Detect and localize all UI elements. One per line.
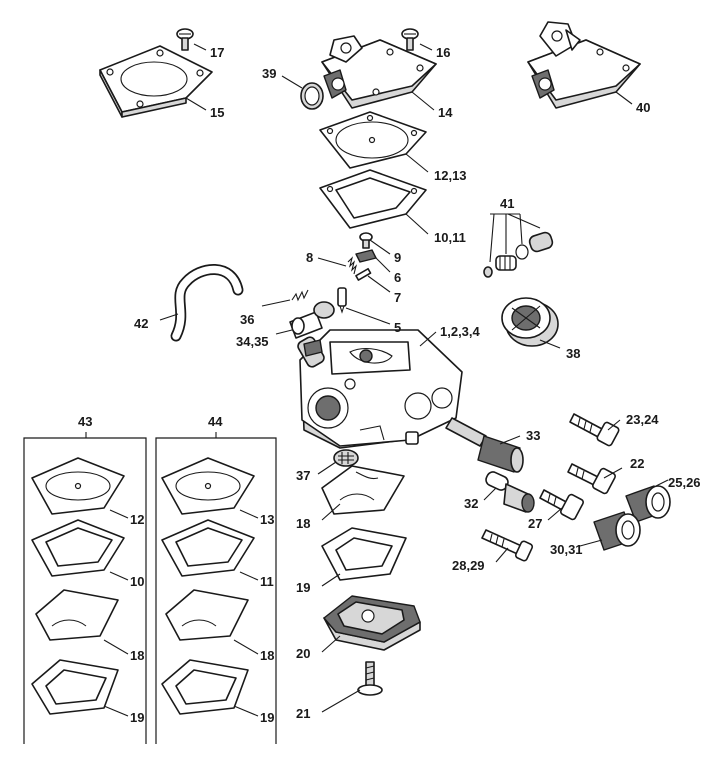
part-39-o-ring	[300, 82, 324, 110]
part-15-cover-plate	[99, 45, 213, 118]
callout-38: 38	[566, 346, 580, 361]
part-36-spring	[291, 289, 309, 302]
callout-41: 41	[500, 196, 514, 211]
callout-34-35: 34,35	[236, 334, 269, 349]
part-38-intake	[501, 297, 559, 347]
part-21-screw	[357, 661, 383, 696]
callout-33: 33	[526, 428, 540, 443]
callout-39: 39	[262, 66, 276, 81]
callout-1-2-3-4: 1,2,3,4	[440, 324, 481, 339]
callout-8: 8	[306, 250, 313, 265]
callout-44: 44	[208, 414, 223, 429]
callout-23-24: 23,24	[626, 412, 659, 427]
part-18-metering-diaphragm	[321, 465, 405, 515]
part-37-strainer	[333, 449, 359, 467]
part-33-plug	[445, 417, 524, 473]
callout-19-main: 19	[296, 580, 310, 595]
part-22-adjusting-screw	[567, 463, 616, 495]
part-28-29-adjusting-screw	[481, 529, 534, 562]
part-23-24-adjusting-screw	[569, 413, 620, 447]
part-34-35-throttle-shaft	[289, 301, 335, 339]
callout-7: 7	[394, 290, 401, 305]
callout-21: 21	[296, 706, 310, 721]
part-5-needle	[337, 287, 347, 314]
callout-kit44-19: 19	[260, 710, 274, 725]
callout-36: 36	[240, 312, 254, 327]
part-27-adjusting-screw	[539, 489, 584, 521]
callout-30-31: 30,31	[550, 542, 583, 557]
part-7-pin	[355, 267, 372, 281]
callout-25-26: 25,26	[668, 475, 701, 490]
callout-10-11: 10,11	[434, 230, 466, 245]
part-6-lever	[355, 249, 377, 263]
part-41-jet-kit	[483, 231, 554, 278]
part-14-top-housing	[321, 35, 437, 109]
callout-kit44-18: 18	[260, 648, 274, 663]
callout-kit43-19: 19	[130, 710, 144, 725]
callout-16: 16	[436, 45, 450, 60]
callout-5: 5	[394, 320, 401, 335]
part-42-fuel-hose	[170, 264, 244, 342]
callout-kit44-11: 11	[260, 574, 274, 589]
part-12-13-diaphragm	[319, 111, 427, 169]
callout-kit43-12: 12	[130, 512, 144, 527]
kit-44-frame	[155, 432, 277, 744]
part-32-valve	[485, 471, 535, 513]
callout-12-13: 12,13	[434, 168, 467, 183]
callout-40: 40	[636, 100, 650, 115]
part-40-alt-housing	[527, 21, 641, 109]
part-17-screw	[176, 28, 194, 51]
callout-28-29: 28,29	[452, 558, 485, 573]
callout-42: 42	[134, 316, 148, 331]
part-25-26-limiter-cap	[625, 485, 671, 523]
part-16-screw	[401, 28, 419, 51]
callout-14: 14	[438, 105, 453, 120]
callout-kit43-10: 10	[130, 574, 144, 589]
part-1-4-carburetor-body	[297, 329, 463, 449]
part-19-gasket	[321, 527, 407, 581]
callout-6: 6	[394, 270, 401, 285]
callout-20: 20	[296, 646, 310, 661]
callout-kit43-18: 18	[130, 648, 144, 663]
kit-43-frame	[23, 432, 147, 744]
callout-37: 37	[296, 468, 310, 483]
leader-lines	[103, 43, 669, 717]
callout-18-main: 18	[296, 516, 310, 531]
callout-9: 9	[394, 250, 401, 265]
part-9-screw	[359, 232, 373, 249]
callout-kit44-13: 13	[260, 512, 274, 527]
callout-32: 32	[464, 496, 478, 511]
callout-17: 17	[210, 45, 224, 60]
callout-22: 22	[630, 456, 644, 471]
callout-15: 15	[210, 105, 224, 120]
callout-27: 27	[528, 516, 542, 531]
part-30-31-limiter-cap	[593, 511, 641, 551]
part-10-11-gasket	[319, 169, 427, 229]
callout-43: 43	[78, 414, 92, 429]
part-20-metering-cover	[323, 595, 421, 651]
callout-labels: 17 16 15 14 39 40 12,13 10,11 41 8 9 6 7…	[78, 45, 701, 725]
part-8-spring	[347, 256, 358, 275]
